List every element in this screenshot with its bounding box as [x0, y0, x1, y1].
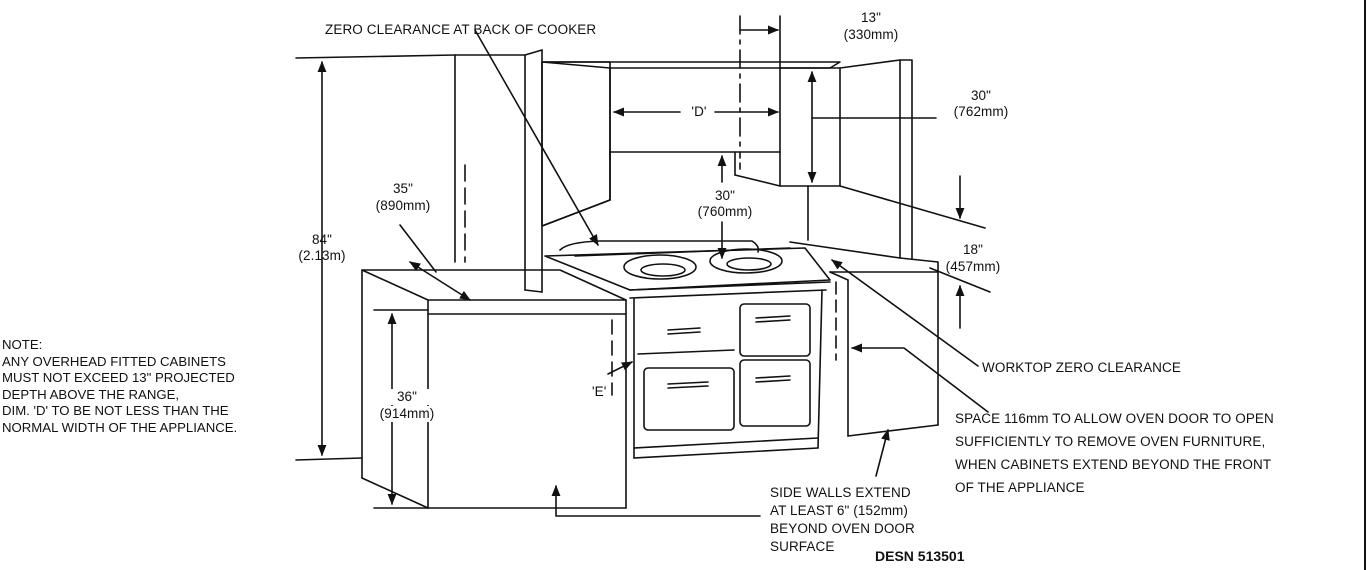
note-line-3: DEPTH ABOVE THE RANGE, — [2, 386, 180, 402]
label-36in-mm: (914mm) — [370, 406, 444, 422]
note-line-5: NORMAL WIDTH OF THE APPLIANCE. — [2, 419, 238, 435]
label-84in-m: (2.13m) — [298, 248, 346, 263]
dimension-84in — [295, 54, 456, 461]
dimension-35in — [399, 224, 471, 301]
dimension-e — [607, 361, 634, 375]
label-30in-cabinet-mm: (762mm) — [953, 104, 1009, 119]
range-cooker — [544, 240, 831, 459]
side-walls-note-line-3: BEYOND OVEN DOOR — [770, 521, 915, 536]
right-base-cabinet — [789, 241, 939, 437]
space-note-line-3: WHEN CABINETS EXTEND BEYOND THE FRONT — [955, 457, 1272, 472]
label-35in-mm: (890mm) — [375, 198, 431, 213]
label-13in: 13" — [860, 10, 882, 25]
label-zero-clearance-back: ZERO CLEARANCE AT BACK OF COOKER — [325, 22, 597, 37]
label-30in-cabinet: 30" — [970, 88, 992, 103]
dimension-18in — [929, 175, 991, 329]
dimension-13in — [739, 15, 781, 153]
label-13in-mm: (330mm) — [843, 27, 899, 42]
label-dim-e: 'E' — [592, 384, 607, 399]
leader-side-walls-right — [875, 428, 890, 477]
label-30in-gap: 30" — [714, 188, 736, 203]
label-dim-d: 'D' — [691, 104, 707, 119]
leader-worktop-zero-clearance — [831, 259, 979, 367]
left-tall-wall-unit — [454, 49, 543, 293]
label-36in: 36" — [370, 389, 444, 405]
label-35in: 35" — [392, 181, 414, 196]
space-note-line-2: SUFFICIENTLY TO REMOVE OVEN FURNITURE, — [955, 434, 1266, 449]
label-18in-mm: (457mm) — [945, 259, 1001, 274]
drawing-reference: DESN 513501 — [875, 548, 965, 564]
space-note-line-4: OF THE APPLIANCE — [955, 480, 1085, 495]
label-18in: 18" — [962, 242, 984, 257]
leader-space-116mm — [850, 343, 989, 413]
installation-note: NOTE: ANY OVERHEAD FITTED CABINETS MUST … — [2, 337, 237, 437]
note-line-4: DIM. 'D' TO BE NOT LESS THAN THE — [2, 403, 229, 419]
leader-side-walls — [551, 484, 761, 517]
label-84in: 84" — [311, 232, 333, 247]
note-heading: NOTE: — [2, 337, 43, 352]
leader-zero-clearance-back — [474, 29, 599, 246]
label-worktop-zero-clearance: WORKTOP ZERO CLEARANCE — [982, 360, 1181, 375]
side-walls-note-line-1: SIDE WALLS EXTEND — [770, 485, 911, 500]
side-walls-note-line-4: SURFACE — [770, 539, 835, 554]
side-walls-note-line-2: AT LEAST 6" (152mm) — [770, 503, 908, 518]
note-line-2: MUST NOT EXCEED 13" PROJECTED — [2, 370, 235, 386]
overhead-cabinet-right — [734, 59, 986, 259]
space-note-line-1: SPACE 116mm TO ALLOW OVEN DOOR TO OPEN — [955, 411, 1274, 426]
note-line-1: ANY OVERHEAD FITTED CABINETS — [2, 353, 226, 369]
label-30in-gap-mm: (760mm) — [697, 204, 753, 219]
